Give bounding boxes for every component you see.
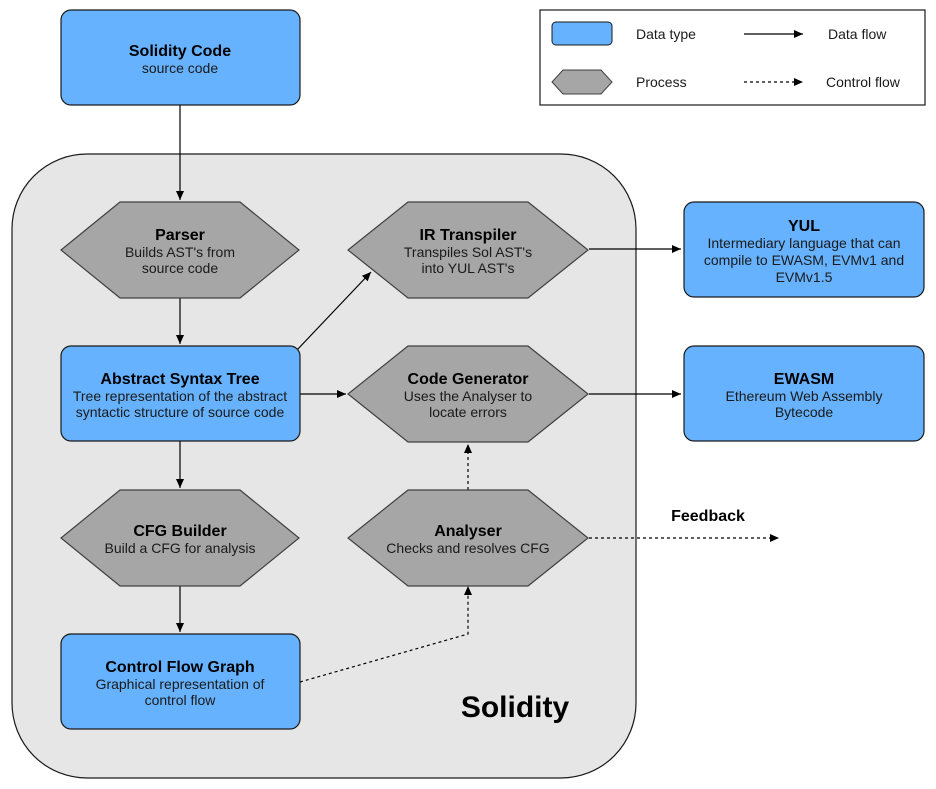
node-ir-transpiler-desc-line-2: into YUL AST's xyxy=(422,260,515,276)
feedback-label: Feedback xyxy=(671,508,745,525)
edge-ast-to-ir-transpiler xyxy=(296,271,372,351)
node-solidity-code-title: Solidity Code xyxy=(129,43,231,60)
node-ewasm-desc-line-1: Ethereum Web Assembly xyxy=(726,388,883,404)
node-ast-desc-line-1: Tree representation of the abstract xyxy=(73,388,287,404)
node-parser-desc-line-1: Builds AST's from xyxy=(125,244,235,260)
node-analyser-shape xyxy=(347,489,589,587)
node-ewasm-desc-line-2: Bytecode xyxy=(775,404,834,420)
node-cfg-builder-title: CFG Builder xyxy=(133,523,226,540)
node-yul-title: YUL xyxy=(788,218,820,235)
legend-data-type-label: Data type xyxy=(636,26,696,42)
node-code-generator-desc-line-2: locate errors xyxy=(429,404,507,420)
node-analyser-title: Analyser xyxy=(434,523,502,540)
node-yul-desc-line-1: Intermediary language that can xyxy=(707,235,900,251)
legend-data-flow-label: Data flow xyxy=(828,26,887,42)
node-code-generator-title: Code Generator xyxy=(408,371,529,388)
node-parser-desc-line-2: source code xyxy=(142,260,218,276)
data-flow-edges xyxy=(176,105,681,632)
legend-process-swatch xyxy=(551,69,613,95)
node-parser-title: Parser xyxy=(155,227,205,244)
legend-control-flow-label: Control flow xyxy=(826,74,901,90)
node-parser: Parser Builds AST's from source code xyxy=(60,201,300,299)
node-cfg-title: Control Flow Graph xyxy=(105,659,254,676)
node-cfg-desc-line-2: control flow xyxy=(145,692,217,708)
node-ewasm: EWASM Ethereum Web Assembly Bytecode xyxy=(683,345,925,442)
node-ast-title: Abstract Syntax Tree xyxy=(100,371,259,388)
node-cfg-desc-line-1: Graphical representation of xyxy=(96,676,265,692)
solidity-group-label: Solidity xyxy=(461,691,570,724)
legend-process-label: Process xyxy=(636,74,687,90)
node-parser-shape xyxy=(60,201,300,299)
node-cfg-builder: CFG Builder Build a CFG for analysis xyxy=(60,489,300,587)
node-ewasm-title: EWASM xyxy=(774,371,834,388)
node-solidity-code: Solidity Code source code xyxy=(60,9,301,106)
node-analyser: Analyser Checks and resolves CFG xyxy=(347,489,589,587)
node-ir-transpiler-shape xyxy=(347,201,589,299)
control-flow-edges xyxy=(299,444,779,683)
node-yul-desc-line-3: EVMv1.5 xyxy=(776,269,833,285)
node-code-generator-shape xyxy=(347,345,589,443)
node-code-generator-desc-line-1: Uses the Analyser to xyxy=(404,388,533,404)
node-ast-box xyxy=(60,345,301,442)
node-code-generator: Code Generator Uses the Analyser to loca… xyxy=(347,345,589,443)
node-ast-desc-line-2: syntactic structure of source code xyxy=(76,404,285,420)
legend-data-type-swatch xyxy=(551,21,613,46)
node-solidity-code-desc: source code xyxy=(142,60,218,76)
node-ir-transpiler: IR Transpiler Transpiles Sol AST's into … xyxy=(347,201,589,299)
solidity-group xyxy=(11,153,637,779)
node-yul-box xyxy=(683,201,925,298)
node-cfg-builder-shape xyxy=(60,489,300,587)
node-cfg-builder-desc: Build a CFG for analysis xyxy=(105,540,256,556)
node-analyser-desc: Checks and resolves CFG xyxy=(386,540,549,556)
node-solidity-code-box xyxy=(60,9,301,106)
edge-cfg-to-analyser xyxy=(299,586,472,683)
node-yul: YUL Intermediary language that can compi… xyxy=(683,201,925,298)
legend: Data type Process Data flow Control flow xyxy=(539,9,926,106)
node-cfg: Control Flow Graph Graphical representat… xyxy=(60,633,301,730)
node-ir-transpiler-desc-line-1: Transpiles Sol AST's xyxy=(404,244,532,260)
node-ewasm-box xyxy=(683,345,925,442)
node-ir-transpiler-title: IR Transpiler xyxy=(420,227,517,244)
node-cfg-box xyxy=(60,633,301,730)
node-yul-desc-line-2: compile to EWASM, EVMv1 and xyxy=(704,252,904,268)
node-ast: Abstract Syntax Tree Tree representation… xyxy=(60,345,301,442)
